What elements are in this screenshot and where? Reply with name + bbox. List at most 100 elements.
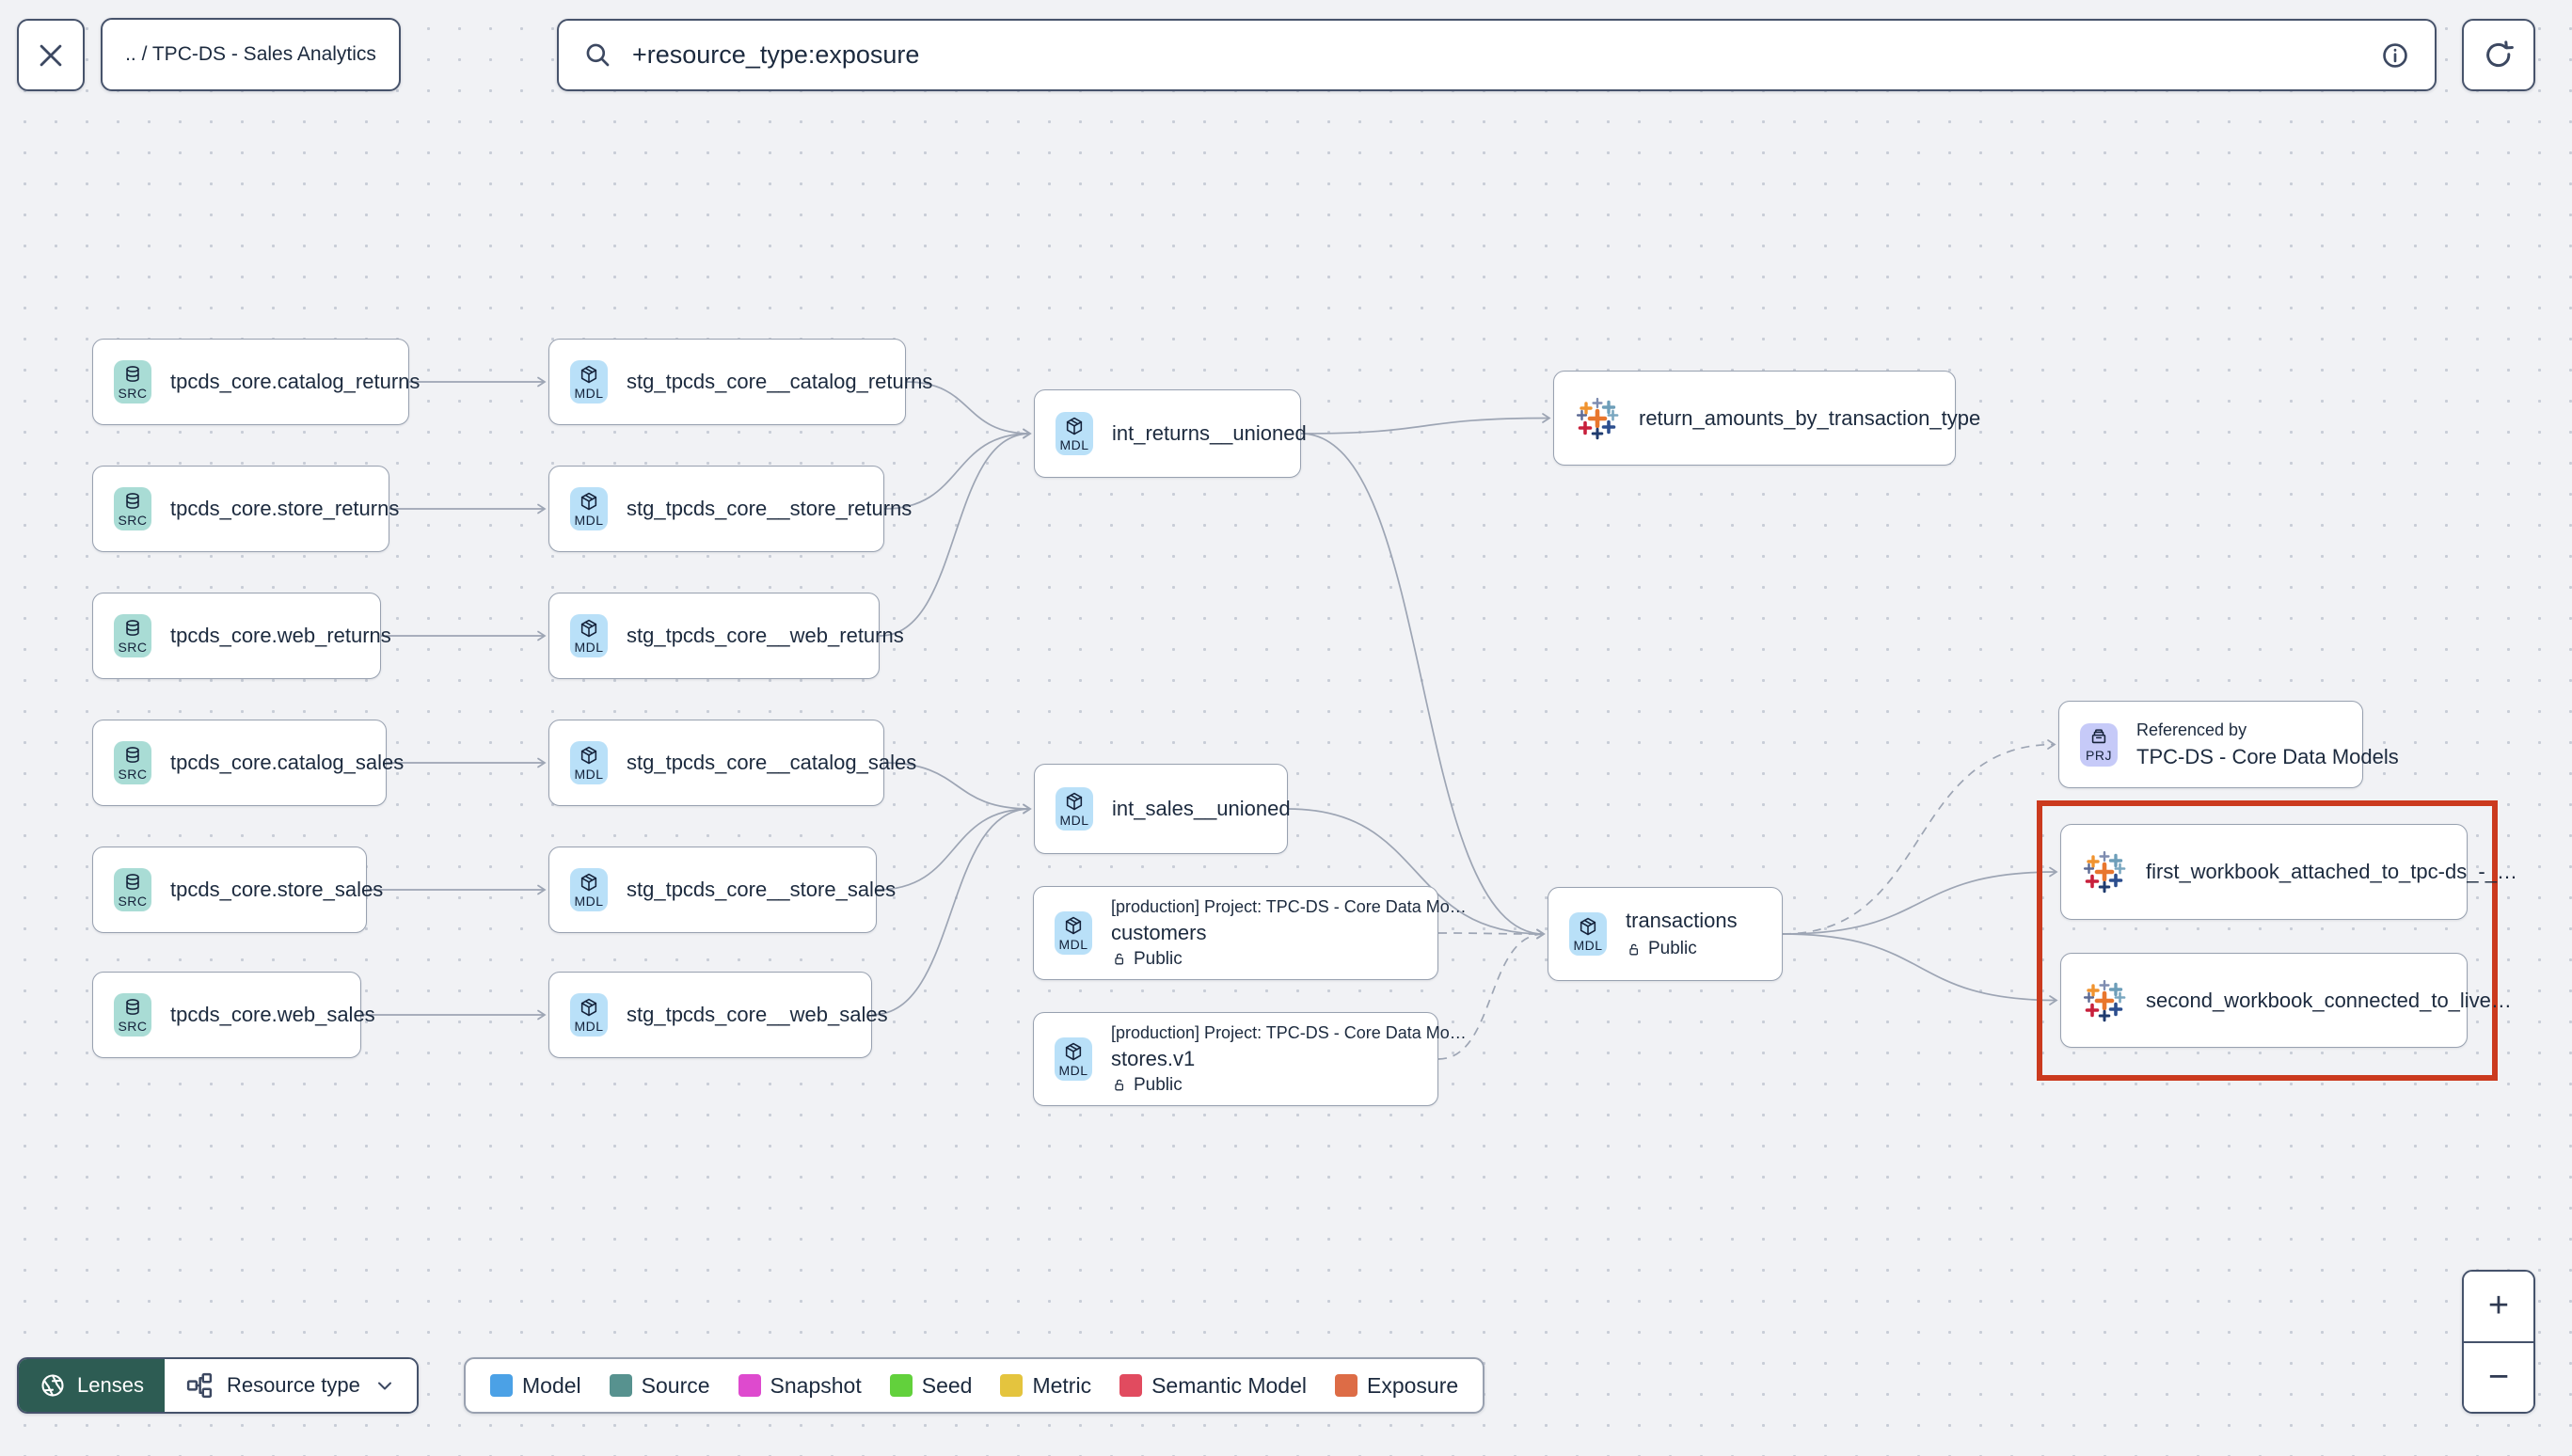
zoom-controls: + −: [2462, 1270, 2535, 1414]
search-bar[interactable]: [557, 19, 2437, 91]
legend-label: Seed: [921, 1372, 973, 1398]
model-badge: MDL: [570, 741, 608, 784]
chevron-down-icon: [377, 1382, 391, 1390]
edge-m6-to-is: [871, 803, 1032, 1016]
close-button[interactable]: [17, 19, 85, 91]
model-badge: MDL: [570, 614, 608, 657]
node-cust-model_detail[interactable]: MDL[production] Project: TPC-DS - Core D…: [1033, 886, 1467, 980]
zoom-out-button[interactable]: −: [2464, 1342, 2533, 1412]
refresh-button[interactable]: [2462, 19, 2535, 91]
lens-controls: Lenses Resource type: [17, 1357, 419, 1414]
access-badge: Public: [1111, 1075, 1467, 1096]
node-label: second_workbook_connected_to_live…: [2146, 988, 2512, 1012]
resource-type-dropdown[interactable]: Resource type: [164, 1359, 417, 1412]
legend-item-model: Model: [490, 1373, 581, 1399]
legend-label: Model: [522, 1372, 581, 1398]
legend-item-metric: Metric: [1000, 1373, 1091, 1399]
source-badge: SRC: [114, 993, 151, 1037]
node-label: return_amounts_by_transaction_type: [1639, 405, 1981, 430]
cube-icon: [1580, 917, 1596, 935]
legend-item-exposure: Exposure: [1335, 1373, 1458, 1399]
legend-item-seed: Seed: [889, 1372, 973, 1399]
node-label: int_returns__unioned: [1112, 421, 1307, 445]
legend-swatch: [1119, 1374, 1143, 1397]
zoom-in-button[interactable]: +: [2464, 1272, 2533, 1343]
node-label: transactions: [1626, 909, 1738, 932]
info-icon[interactable]: [2380, 40, 2410, 71]
edge-stor-to-trx: [1437, 928, 1546, 1060]
legend-label: Metric: [1032, 1372, 1092, 1398]
database-icon: [126, 492, 139, 509]
breadcrumb[interactable]: .. / TPC-DS - Sales Analytics: [101, 18, 401, 91]
access-badge: Public: [1626, 939, 1738, 959]
legend-swatch: [889, 1374, 913, 1397]
database-icon: [126, 873, 139, 890]
database-icon: [126, 619, 139, 636]
node-label: stg_tpcds_core__store_returns: [627, 497, 913, 520]
edge-m3-to-ir: [879, 428, 1032, 637]
source-badge: SRC: [114, 614, 151, 657]
source-badge: SRC: [114, 360, 151, 404]
node-label: stg_tpcds_core__catalog_returns: [627, 370, 933, 393]
edge-cust-to-trx: [1437, 928, 1546, 940]
access-badge: Public: [1111, 949, 1467, 970]
resource-type-label: Resource type: [226, 1373, 360, 1397]
model-badge: MDL: [1055, 911, 1092, 955]
edge-m1-to-ir: [905, 381, 1032, 439]
referenced-by-label: Referenced by: [2136, 720, 2247, 739]
legend-label: Snapshot: [770, 1372, 862, 1398]
lock-open-icon: [1115, 953, 1124, 965]
edge-trx-to-wb2: [1782, 933, 2058, 1005]
model-badge: MDL: [570, 868, 608, 911]
database-icon: [126, 998, 139, 1015]
legend-swatch: [609, 1374, 632, 1397]
project-badge: PRJ: [2080, 722, 2118, 767]
archive-icon: [2091, 729, 2106, 744]
selection-highlight-box: [2037, 800, 2498, 1081]
node-stor-model_detail[interactable]: MDL[production] Project: TPC-DS - Core D…: [1033, 1012, 1467, 1106]
lenses-button[interactable]: Lenses: [19, 1359, 165, 1412]
model-badge: MDL: [1569, 912, 1607, 956]
tableau-icon: [2083, 979, 2126, 1021]
node-label: int_sales__unioned: [1112, 797, 1291, 820]
node-label: tpcds_core.web_sales: [170, 1003, 375, 1026]
node-exp1-exposure[interactable]: return_amounts_by_transaction_type: [1553, 371, 1980, 466]
source-badge: SRC: [114, 741, 151, 784]
search-input[interactable]: [630, 40, 2363, 71]
edge-m4-to-is: [883, 762, 1032, 815]
node-wb1-exposure[interactable]: first_workbook_attached_to_tpc-ds_-_…: [2060, 824, 2517, 920]
node-s6-source[interactable]: SRC tpcds_core.web_sales: [92, 972, 375, 1058]
edge-ir-to-exp1: [1300, 413, 1551, 435]
legend-swatch: [738, 1374, 761, 1397]
legend-label: Semantic Model: [1151, 1372, 1307, 1398]
search-icon: [586, 43, 610, 66]
legend-label: Source: [641, 1372, 710, 1398]
aperture-icon: [41, 1374, 64, 1397]
node-wb2-exposure[interactable]: second_workbook_connected_to_live…: [2060, 953, 2512, 1048]
database-icon: [126, 365, 139, 382]
legend-swatch: [1335, 1374, 1357, 1397]
node-label: customers: [1111, 920, 1207, 944]
cube-icon: [580, 492, 597, 510]
legend-label: Exposure: [1367, 1372, 1459, 1398]
node-label: first_workbook_attached_to_tpc-ds_-_…: [2146, 860, 2517, 883]
edge-m5-to-is: [876, 803, 1032, 891]
edge-m2-to-ir: [883, 428, 1032, 510]
